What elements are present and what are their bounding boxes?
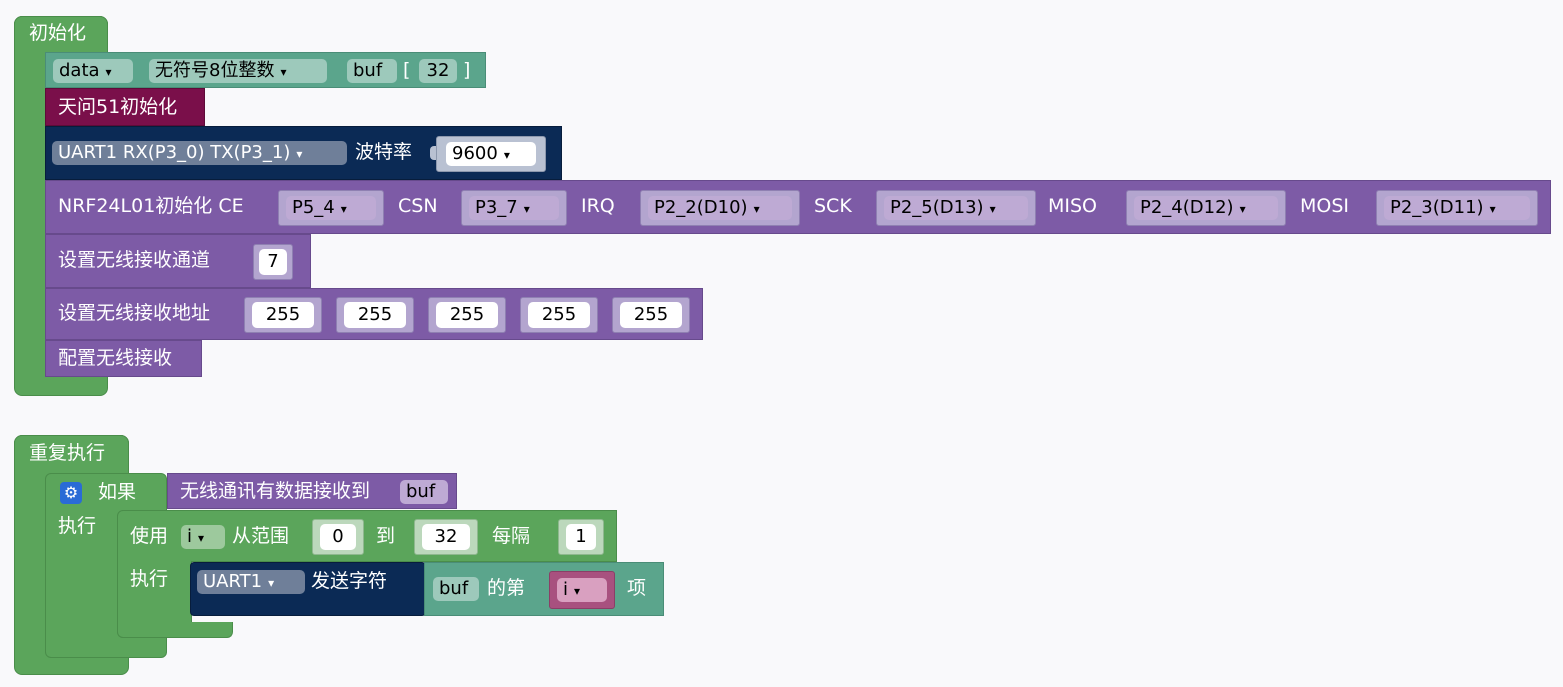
set-address-block[interactable]: 设置无线接收地址 255 255 255 255 255 bbox=[45, 288, 703, 340]
declare-type-dropdown[interactable]: data▾ bbox=[53, 59, 133, 83]
for-do-label: 执行 bbox=[130, 568, 169, 590]
config-receive-block[interactable]: 配置无线接收 bbox=[45, 340, 202, 377]
declare-size-field[interactable]: 32 bbox=[419, 59, 457, 83]
list-var-field[interactable]: buf bbox=[433, 577, 479, 601]
from-range-label: 从范围 bbox=[232, 525, 290, 547]
nrf-init-block[interactable]: NRF24L01初始化 CE P5_4▾ CSN P3_7▾ IRQ P2_2(… bbox=[45, 180, 1551, 234]
item-label: 项 bbox=[627, 577, 647, 599]
baud-dropdown[interactable]: 9600▾ bbox=[446, 142, 536, 166]
miso-label: MISO bbox=[1048, 195, 1098, 217]
for-range-block[interactable]: 使用 i▾ 从范围 0 到 32 每隔 1 bbox=[117, 510, 617, 562]
step-number-field[interactable]: 1 bbox=[566, 524, 596, 550]
if-label: 如果 bbox=[98, 481, 137, 503]
if-do-label: 执行 bbox=[58, 515, 97, 537]
baud-label: 波特率 bbox=[355, 141, 413, 163]
loop-hat[interactable]: 重复执行 bbox=[14, 435, 129, 473]
dropdown-arrow-icon: ▾ bbox=[753, 202, 760, 216]
address-byte-5[interactable]: 255 bbox=[620, 302, 682, 328]
for-use-label: 使用 bbox=[130, 525, 169, 547]
uart-send-char-block[interactable]: UART1▾ 发送字符 bbox=[190, 562, 426, 616]
list-get-item-block[interactable]: buf 的第 i▾ 项 bbox=[424, 562, 664, 616]
sck-label: SCK bbox=[814, 195, 852, 217]
index-var-dropdown[interactable]: i▾ bbox=[557, 578, 607, 602]
mosi-pin-dropdown[interactable]: P2_3(D11)▾ bbox=[1384, 196, 1530, 220]
channel-number-field[interactable]: 7 bbox=[259, 249, 287, 275]
declare-datatype-dropdown[interactable]: 无符号8位整数▾ bbox=[149, 59, 327, 83]
dropdown-arrow-icon: ▾ bbox=[523, 202, 530, 216]
wireless-data-received-label: 无线通讯有数据接收到 bbox=[180, 480, 371, 502]
dropdown-arrow-icon: ▾ bbox=[574, 584, 581, 598]
dropdown-arrow-icon: ▾ bbox=[280, 65, 287, 79]
dropdown-arrow-icon: ▾ bbox=[268, 576, 275, 590]
address-byte-2[interactable]: 255 bbox=[344, 302, 406, 328]
dropdown-arrow-icon: ▾ bbox=[105, 65, 112, 79]
dropdown-arrow-icon: ▾ bbox=[1489, 202, 1496, 216]
for-range-footer bbox=[117, 622, 233, 638]
dropdown-arrow-icon: ▾ bbox=[989, 202, 996, 216]
dropdown-arrow-icon: ▾ bbox=[1239, 202, 1246, 216]
dropdown-arrow-icon: ▾ bbox=[198, 531, 205, 545]
address-byte-3[interactable]: 255 bbox=[436, 302, 498, 328]
csn-pin-dropdown[interactable]: P3_7▾ bbox=[469, 196, 559, 220]
address-byte-4[interactable]: 255 bbox=[528, 302, 590, 328]
tianwen-init-block[interactable]: 天问51初始化 bbox=[45, 88, 205, 126]
declare-block[interactable]: data▾ 无符号8位整数▾ buf [ 32 ] bbox=[45, 52, 486, 88]
step-label: 每隔 bbox=[492, 525, 531, 547]
for-var-dropdown[interactable]: i▾ bbox=[181, 525, 225, 549]
set-channel-label: 设置无线接收通道 bbox=[58, 249, 211, 271]
nrf-init-label: NRF24L01初始化 CE bbox=[58, 195, 244, 217]
mosi-label: MOSI bbox=[1300, 195, 1350, 217]
irq-label: IRQ bbox=[581, 195, 615, 217]
ce-pin-dropdown[interactable]: P5_4▾ bbox=[286, 196, 376, 220]
uart-port-dropdown[interactable]: UART1 RX(P3_0) TX(P3_1)▾ bbox=[52, 141, 347, 165]
loop-hat-label: 重复执行 bbox=[29, 442, 106, 464]
wireless-data-received-block[interactable]: 无线通讯有数据接收到 buf bbox=[167, 473, 457, 509]
bracket-close: ] bbox=[463, 59, 471, 81]
dropdown-arrow-icon: ▾ bbox=[503, 148, 510, 162]
address-byte-1[interactable]: 255 bbox=[252, 302, 314, 328]
irq-pin-dropdown[interactable]: P2_2(D10)▾ bbox=[648, 196, 792, 220]
dropdown-arrow-icon: ▾ bbox=[340, 202, 347, 216]
declare-var-name[interactable]: buf bbox=[347, 59, 397, 83]
condition-var-field[interactable]: buf bbox=[400, 480, 448, 504]
sck-pin-dropdown[interactable]: P2_5(D13)▾ bbox=[884, 196, 1028, 220]
send-uart-dropdown[interactable]: UART1▾ bbox=[197, 570, 305, 594]
to-label: 到 bbox=[376, 525, 396, 547]
gear-icon[interactable]: ⚙ bbox=[60, 482, 82, 504]
bracket-open: [ bbox=[403, 59, 411, 81]
csn-label: CSN bbox=[398, 195, 438, 217]
set-address-label: 设置无线接收地址 bbox=[58, 302, 211, 324]
miso-pin-dropdown[interactable]: P2_4(D12)▾ bbox=[1134, 196, 1278, 220]
send-char-label: 发送字符 bbox=[311, 570, 388, 592]
from-number-field[interactable]: 0 bbox=[320, 524, 356, 550]
dropdown-arrow-icon: ▾ bbox=[296, 147, 303, 161]
init-hat-label: 初始化 bbox=[29, 22, 87, 44]
init-hat[interactable]: 初始化 bbox=[14, 16, 108, 52]
config-receive-label: 配置无线接收 bbox=[58, 347, 173, 369]
tianwen-init-label: 天问51初始化 bbox=[58, 96, 178, 118]
to-number-field[interactable]: 32 bbox=[422, 524, 470, 550]
uart-init-block[interactable]: UART1 RX(P3_0) TX(P3_1)▾ 波特率 9600▾ bbox=[45, 126, 562, 180]
set-channel-block[interactable]: 设置无线接收通道 7 bbox=[45, 234, 311, 288]
list-of-label: 的第 bbox=[487, 577, 526, 599]
